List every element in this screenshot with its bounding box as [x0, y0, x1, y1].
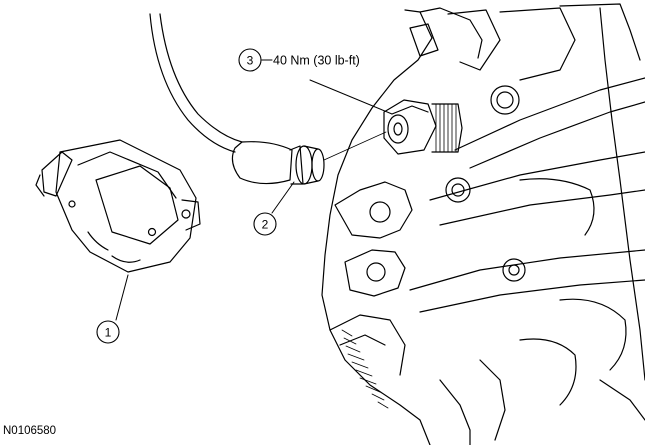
- figure-id: N0106580: [3, 425, 57, 437]
- callout-leaders: [115, 59, 393, 321]
- electrical-connector: [35, 139, 201, 273]
- callout-3-number: 3: [247, 54, 254, 68]
- callout-1-number: 1: [105, 326, 112, 340]
- engine-block: [321, 3, 645, 445]
- sensor-fitting: [383, 99, 463, 155]
- callout-1: 1: [96, 320, 120, 344]
- callout-3: 3 40 Nm (30 lb-ft): [238, 48, 360, 72]
- callout-2: 2: [253, 212, 277, 236]
- hose-connector: [149, 13, 387, 185]
- callout-2-number: 2: [262, 218, 269, 232]
- torque-specification: 40 Nm (30 lb-ft): [273, 54, 360, 68]
